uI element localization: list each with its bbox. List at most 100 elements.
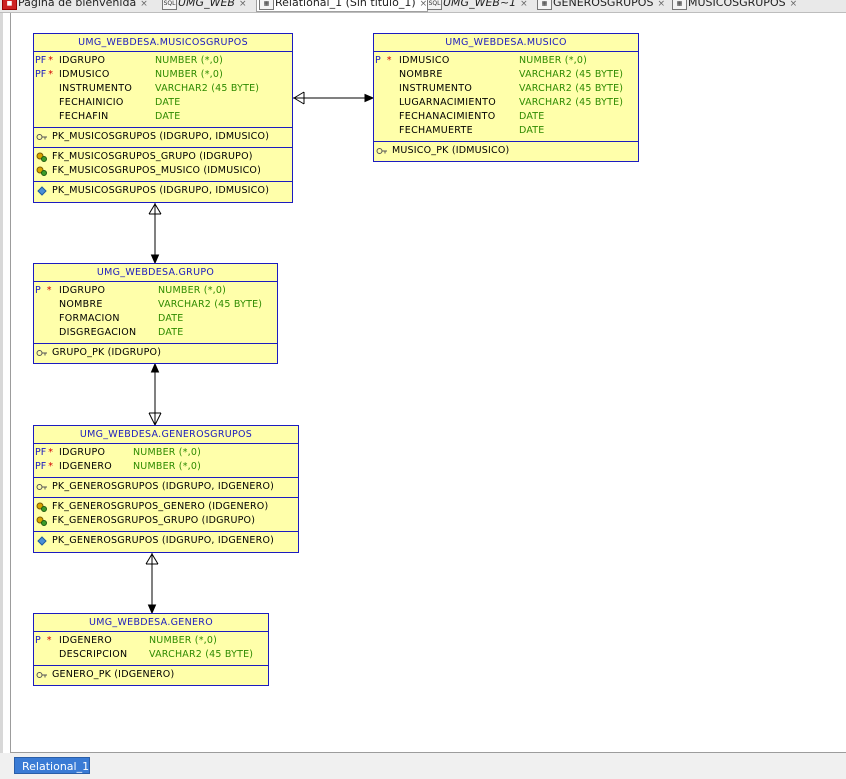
close-icon[interactable]: ×	[520, 0, 528, 9]
fk-section: FK_MUSICOSGRUPOS_GRUPO (IDGRUPO) FK_MUSI…	[34, 148, 292, 182]
foreign-key-icon	[36, 516, 47, 526]
primary-key-row[interactable]: GENERO_PK (IDGENERO)	[34, 668, 268, 682]
foreign-key-icon	[36, 166, 47, 176]
diagram-tab-strip: Relational_1	[0, 753, 846, 779]
entity-title: UMG_WEBDESA.GENEROSGRUPOS	[34, 426, 298, 444]
tab-musicosgrupos[interactable]: ▦MUSICOSGRUPOS×	[670, 0, 797, 11]
foreign-key-icon	[36, 502, 47, 512]
welcome-icon: ■	[2, 0, 17, 10]
foreign-key-row[interactable]: FK_MUSICOSGRUPOS_GRUPO (IDGRUPO)	[34, 150, 292, 164]
crowfoot-musicosgrupos-right	[293, 91, 305, 99]
entity-title: UMG_WEBDESA.GRUPO	[34, 264, 277, 282]
tab-relational-1-bottom[interactable]: Relational_1	[14, 757, 90, 774]
key-icon	[36, 672, 47, 678]
crowfoot-generosgrupos-top	[148, 412, 156, 426]
mandatory-marker: *	[46, 285, 52, 296]
tab-welcome[interactable]: ■Página de bienvenida×	[0, 0, 148, 11]
primary-key-row[interactable]: PK_GENEROSGRUPOS (IDGRUPO, IDGENERO)	[34, 480, 298, 494]
table-icon: ▦	[537, 0, 552, 10]
entity-title: UMG_WEBDESA.GENERO	[34, 614, 268, 632]
index-row[interactable]: PK_GENEROSGRUPOS (IDGRUPO, IDGENERO)	[34, 534, 298, 548]
mandatory-marker: *	[48, 447, 53, 458]
index-row[interactable]: PK_MUSICOSGRUPOS (IDGRUPO, IDMUSICO)	[34, 184, 292, 198]
tab-relational-1[interactable]: ▦Relational_1 (Sin título_1)×	[256, 0, 429, 12]
key-icon	[36, 350, 47, 356]
mandatory-marker: *	[48, 461, 53, 472]
mandatory-marker: *	[46, 635, 52, 646]
primary-key-row[interactable]: PK_MUSICOSGRUPOS (IDGRUPO, IDMUSICO)	[34, 130, 292, 144]
close-icon[interactable]: ×	[238, 0, 247, 9]
index-diamond-icon	[37, 536, 47, 546]
canvas-bottom-border	[10, 752, 846, 753]
foreign-key-row[interactable]: FK_GENEROSGRUPOS_GENERO (IDGENERO)	[34, 500, 298, 514]
entity-title: UMG_WEBDESA.MUSICOSGRUPOS	[34, 34, 292, 52]
crowfoot-generosgrupos-bottom	[145, 553, 153, 565]
index-diamond-icon	[37, 186, 47, 196]
key-icon	[376, 148, 387, 154]
index-section: PK_MUSICOSGRUPOS (IDGRUPO, IDMUSICO)	[34, 182, 292, 201]
close-icon[interactable]: ×	[789, 0, 798, 9]
pk-section: MUSICO_PK (IDMUSICO)	[374, 142, 638, 161]
mandatory-marker: *	[48, 69, 53, 80]
pk-section: PK_GENEROSGRUPOS (IDGRUPO, IDGENERO)	[34, 478, 298, 498]
mandatory-marker: *	[48, 55, 53, 66]
sql-icon: SQL	[162, 0, 177, 10]
entity-title: UMG_WEBDESA.MUSICO	[374, 34, 638, 52]
mandatory-marker: *	[386, 55, 392, 66]
arrowhead-grupo-bottom	[150, 362, 160, 373]
left-edge-bar	[0, 13, 3, 753]
close-icon[interactable]: ×	[140, 0, 148, 9]
pk-section: PK_MUSICOSGRUPOS (IDGRUPO, IDMUSICO)	[34, 128, 292, 148]
crowfoot-musicosgrupos-bottom	[148, 203, 156, 215]
key-icon	[36, 484, 47, 490]
pk-section: GRUPO_PK (IDGRUPO)	[34, 344, 277, 363]
close-icon[interactable]: ×	[657, 0, 665, 9]
diagram-icon: ▦	[259, 0, 274, 10]
foreign-key-row[interactable]: FK_MUSICOSGRUPOS_MUSICO (IDMUSICO)	[34, 164, 292, 178]
primary-key-row[interactable]: MUSICO_PK (IDMUSICO)	[374, 144, 638, 158]
arrowhead-grupo-top	[150, 254, 160, 265]
arrowhead-genero	[147, 604, 157, 615]
primary-key-row[interactable]: GRUPO_PK (IDGRUPO)	[34, 346, 277, 360]
arrowhead-musico	[364, 93, 375, 103]
sql-icon: SQL	[427, 0, 442, 10]
close-icon[interactable]: ×	[419, 0, 428, 9]
tab-generosgrupos[interactable]: ▦GENEROSGRUPOS×	[535, 0, 665, 11]
foreign-key-row[interactable]: FK_GENEROSGRUPOS_GRUPO (IDGRUPO)	[34, 514, 298, 528]
key-icon	[36, 134, 47, 140]
table-icon: ▦	[672, 0, 687, 10]
